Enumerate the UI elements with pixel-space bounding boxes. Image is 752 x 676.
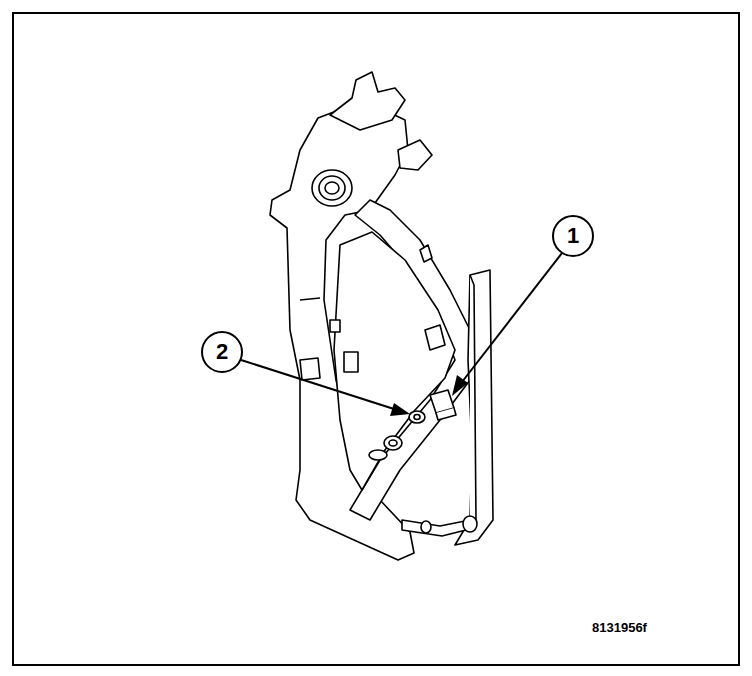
leader-line — [241, 360, 394, 409]
bracket-part — [270, 72, 493, 560]
arrowhead — [452, 375, 468, 396]
callout-number: 1 — [567, 225, 579, 247]
callout-number: 2 — [216, 341, 228, 363]
callout-circle — [553, 216, 593, 256]
figure-code: 8131956f — [592, 621, 647, 634]
leader-line — [462, 253, 562, 382]
frame — [13, 13, 739, 665]
arrowhead — [390, 403, 410, 416]
callout-circle — [202, 332, 242, 372]
